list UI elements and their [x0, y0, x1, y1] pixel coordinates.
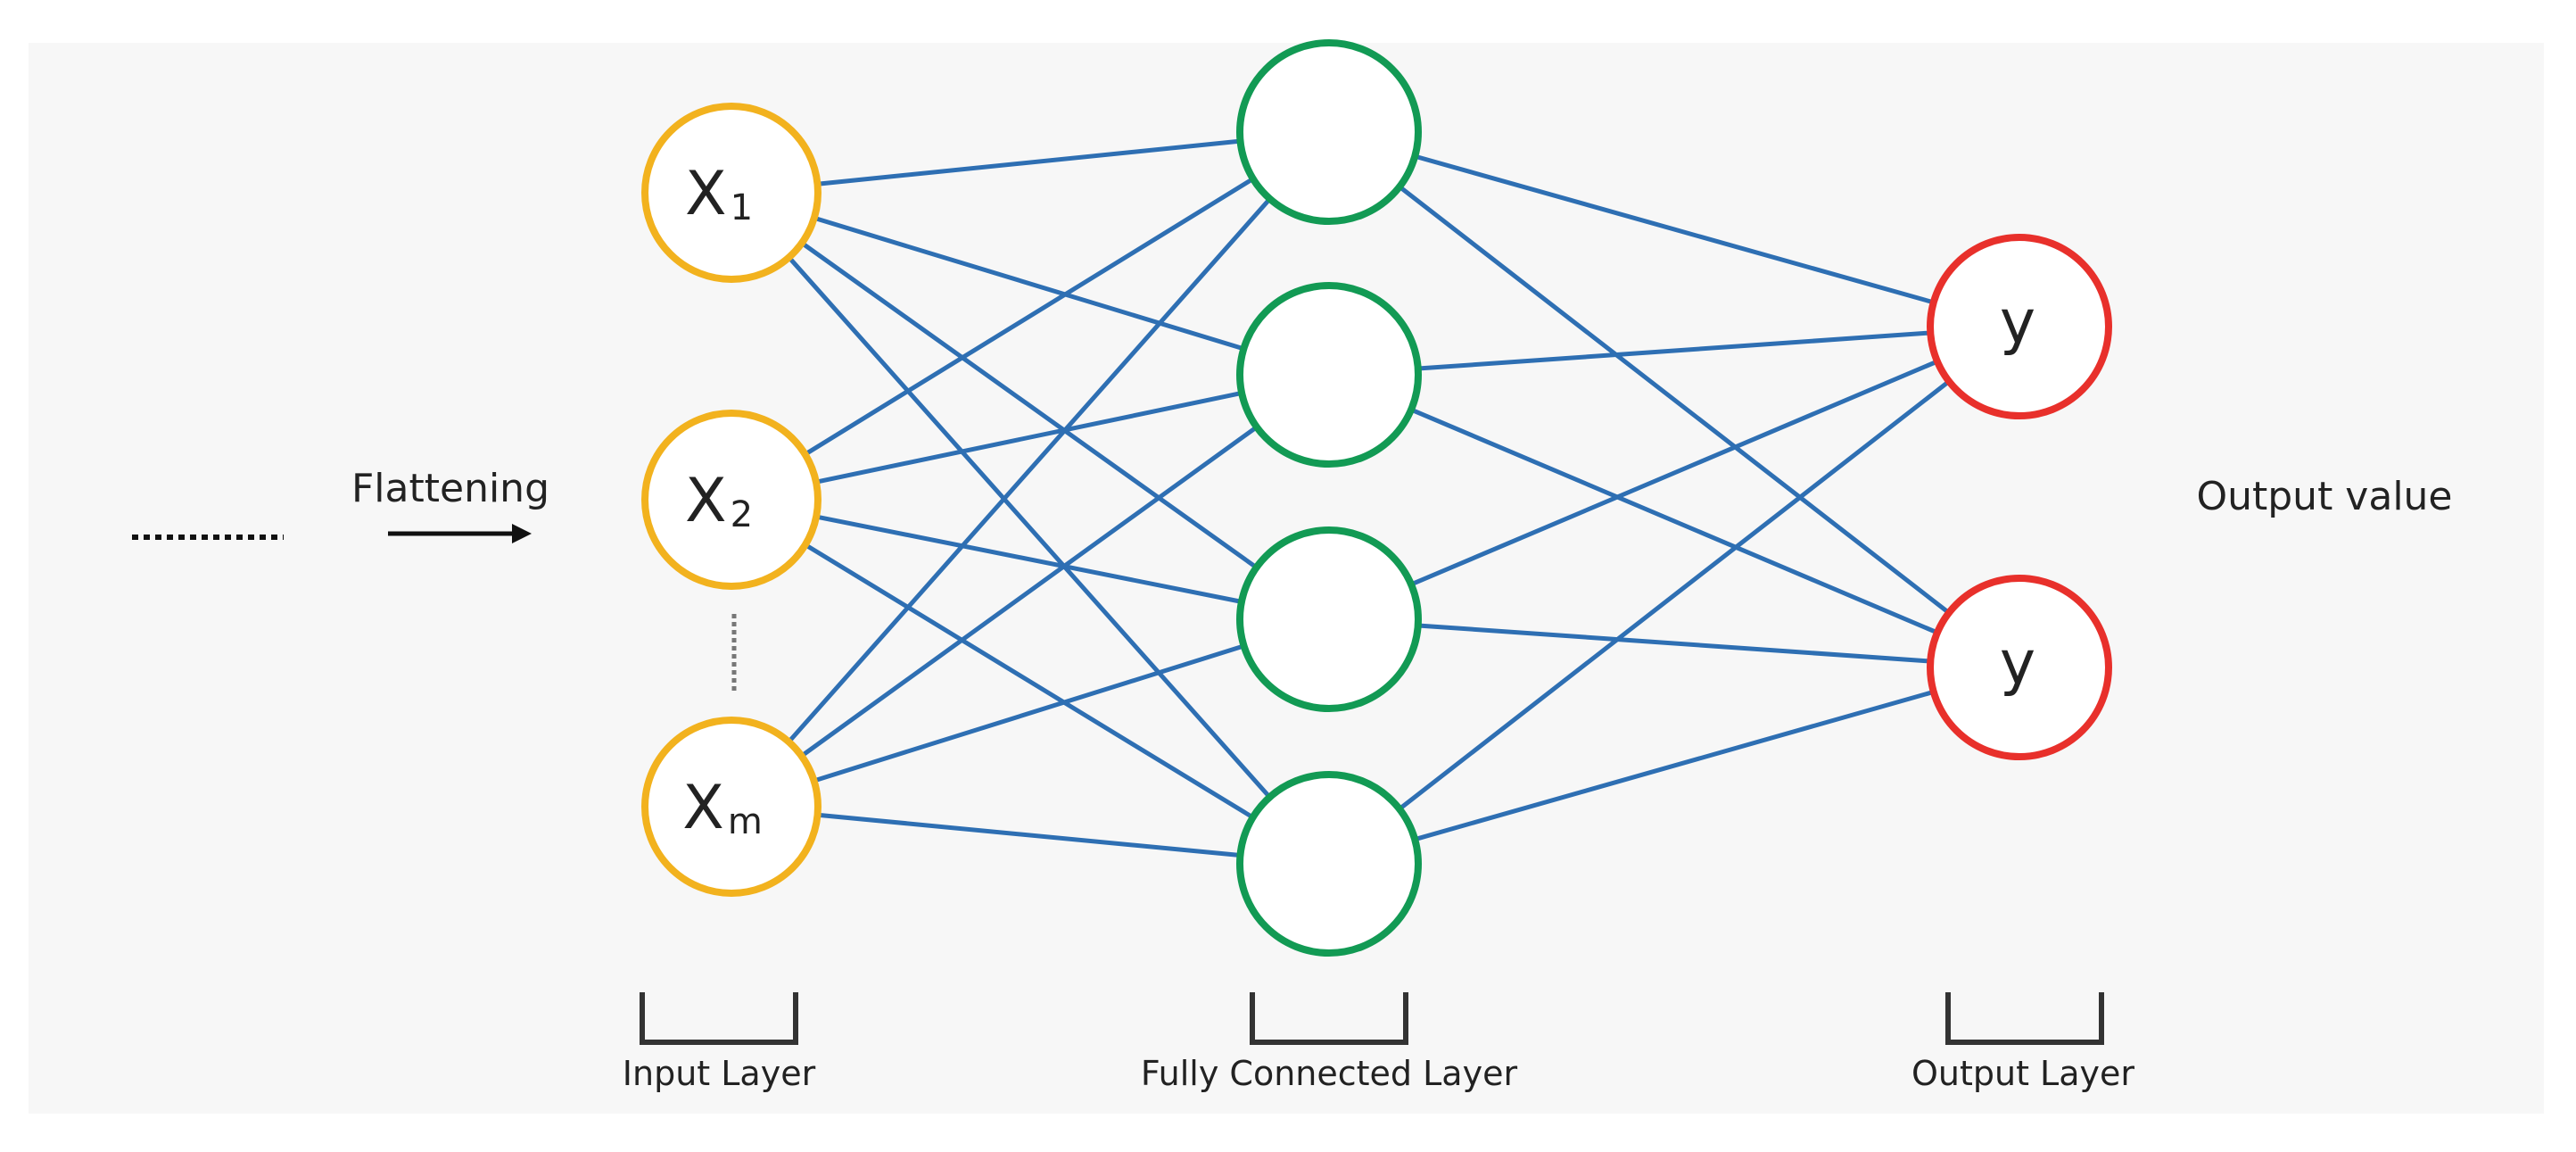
- hidden-node: [1236, 526, 1422, 712]
- connection-edge: [815, 514, 1243, 604]
- connection-edge: [804, 177, 1255, 457]
- connection-edges: [787, 138, 1951, 858]
- input-layer-caption: Input Layer: [623, 1054, 816, 1093]
- connection-edge: [800, 241, 1259, 569]
- connection-edge: [1398, 379, 1951, 811]
- connection-edge: [787, 197, 1272, 744]
- svg-text:Xm: Xm: [682, 773, 763, 843]
- connection-edge: [813, 643, 1245, 783]
- connection-edge: [1417, 330, 1931, 371]
- connection-edge: [1417, 623, 1931, 664]
- hidden-layer-bracket: [1250, 992, 1408, 1045]
- input-layer-bracket: [640, 992, 798, 1045]
- svg-text:y: y: [2000, 287, 2035, 358]
- connection-edge: [1410, 407, 1938, 635]
- hidden-node: [1236, 39, 1422, 225]
- output-layer-bracket: [1945, 992, 2104, 1045]
- svg-text:y: y: [2000, 628, 2035, 699]
- connection-edge: [1414, 153, 1935, 305]
- hidden-node: [1236, 282, 1422, 468]
- connection-edge: [1398, 185, 1951, 615]
- flattening-label: Flattening: [351, 466, 549, 511]
- output-node: y: [1927, 575, 2112, 760]
- connection-edge: [800, 425, 1259, 758]
- flattening-arrow-icon: [388, 524, 532, 543]
- connection-edge: [817, 138, 1241, 186]
- output-layer-caption: Output Layer: [1911, 1054, 2134, 1093]
- svg-text:X2: X2: [685, 466, 753, 536]
- connection-edge: [1414, 689, 1935, 842]
- connection-edge: [1410, 359, 1938, 587]
- output-node: y: [1927, 234, 2112, 419]
- hidden-layer-caption: Fully Connected Layer: [1141, 1054, 1518, 1093]
- output-value-label: Output value: [2196, 474, 2452, 519]
- hidden-node: [1236, 771, 1422, 957]
- connection-edge: [787, 255, 1272, 799]
- connection-edge: [815, 391, 1243, 485]
- connection-edge: [804, 543, 1254, 820]
- connection-edge: [813, 215, 1245, 352]
- connection-edge: [817, 812, 1241, 858]
- svg-text:X1: X1: [685, 159, 753, 229]
